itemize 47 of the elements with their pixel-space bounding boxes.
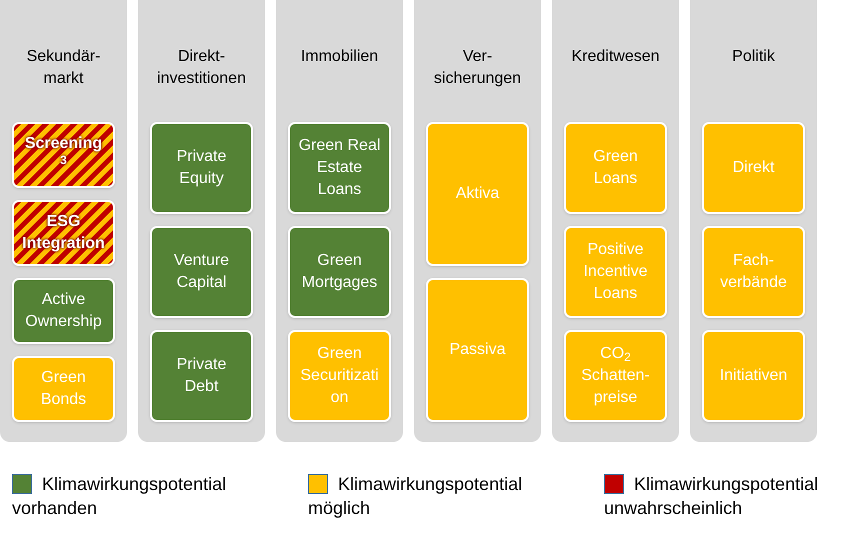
column-heading: Kreditwesen	[571, 47, 660, 67]
category-box	[426, 278, 529, 422]
category-box	[150, 122, 253, 214]
column-heading: Immobilien	[300, 47, 378, 67]
column-heading: Direkt- investitionen	[156, 47, 247, 89]
box-label: Direkt	[732, 158, 774, 178]
box-label: Aktiva	[456, 184, 500, 204]
category-box	[564, 122, 667, 214]
column-heading: Ver- sicherungen	[432, 47, 522, 89]
box-label: CO$_{2}$ Schatten- preise	[580, 344, 651, 408]
category-column	[0, 0, 127, 442]
category-column	[414, 0, 541, 442]
box-label: Green Bonds	[40, 368, 88, 410]
box-label: Green Securitization	[299, 344, 380, 408]
category-column	[552, 0, 679, 442]
category-box	[12, 356, 115, 422]
category-column	[276, 0, 403, 442]
category-box	[702, 226, 805, 318]
category-box	[288, 226, 391, 318]
box-label: Venture Capital	[172, 251, 230, 293]
category-box	[288, 330, 391, 422]
box-label: Private Equity	[176, 147, 228, 189]
box-label: Fach- verbände	[719, 251, 788, 293]
legend-label: Klimawirkungspotential unwahrscheinlich	[604, 473, 820, 520]
legend-label: Klimawirkungspotential vorhanden	[12, 473, 228, 520]
legend-label: Klimawirkungspotential möglich	[308, 473, 524, 520]
column-heading: Politik	[732, 47, 775, 67]
column-heading: Sekundär- markt	[26, 47, 102, 89]
box-label: Active Ownership	[24, 290, 103, 332]
box-label: Initiativen	[720, 366, 788, 386]
category-box	[288, 122, 391, 214]
category-box	[702, 122, 805, 214]
category-box	[564, 330, 667, 422]
box-label: Green Mortgages	[300, 251, 378, 293]
box-label: Green Real Estate Loans	[298, 136, 381, 200]
box-label: Private Debt	[176, 355, 228, 397]
category-column	[690, 0, 817, 442]
category-box	[150, 226, 253, 318]
category-box	[564, 226, 667, 318]
category-box	[12, 278, 115, 344]
category-column	[138, 0, 265, 442]
box-label: Positive Incentive Loans	[582, 240, 649, 304]
category-box	[426, 122, 529, 266]
category-box	[150, 330, 253, 422]
box-label: Green Loans	[592, 147, 639, 189]
box-label: Passiva	[449, 340, 506, 360]
category-box	[702, 330, 805, 422]
